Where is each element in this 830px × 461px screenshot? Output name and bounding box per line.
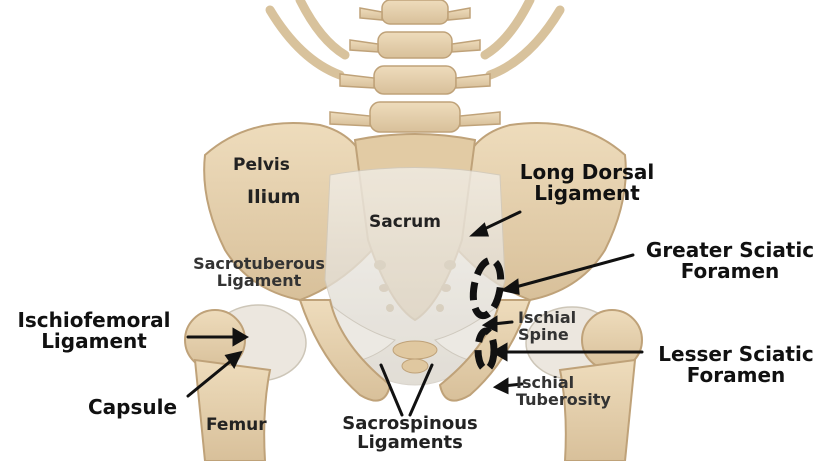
label-sacrospinous-line2: Ligaments <box>320 434 500 453</box>
label-long-dorsal-line2: Ligament <box>508 183 666 204</box>
label-long-dorsal-line1: Long Dorsal <box>508 162 666 183</box>
lumbar-spine <box>330 0 500 132</box>
label-sacrospinous-ligaments: Sacrospinous Ligaments <box>320 415 500 453</box>
label-greater-sciatic-foramen: Greater Sciatic Foramen <box>634 240 826 282</box>
label-lesser-sciatic-foramen: Lesser Sciatic Foramen <box>646 344 826 386</box>
label-ischial-tuberosity-line2: Tuberosity <box>516 392 611 409</box>
label-ischial-tuberosity: Ischial Tuberosity <box>516 375 611 409</box>
label-ischiofemoral-line2: Ligament <box>4 331 184 352</box>
label-sacrum: Sacrum <box>369 214 441 232</box>
label-ischiofemoral-ligament: Ischiofemoral Ligament <box>4 310 184 352</box>
label-capsule: Capsule <box>88 397 177 418</box>
label-femur: Femur <box>206 417 267 435</box>
label-sacrotuberous-ligament: Sacrotuberous Ligament <box>176 256 342 290</box>
label-lesser-sciatic-line1: Lesser Sciatic <box>646 344 826 365</box>
label-greater-sciatic-line1: Greater Sciatic <box>634 240 826 261</box>
label-lesser-sciatic-line2: Foramen <box>646 365 826 386</box>
label-greater-sciatic-line2: Foramen <box>634 261 826 282</box>
label-ischiofemoral-line1: Ischiofemoral <box>4 310 184 331</box>
label-sacrotuberous-line2: Ligament <box>176 273 342 290</box>
label-ischial-spine-line2: Spine <box>518 327 576 344</box>
label-long-dorsal-ligament: Long Dorsal Ligament <box>508 162 666 204</box>
label-ilium: Ilium <box>247 188 300 208</box>
label-ischial-spine: Ischial Spine <box>518 310 576 344</box>
label-pelvis: Pelvis <box>233 157 290 175</box>
